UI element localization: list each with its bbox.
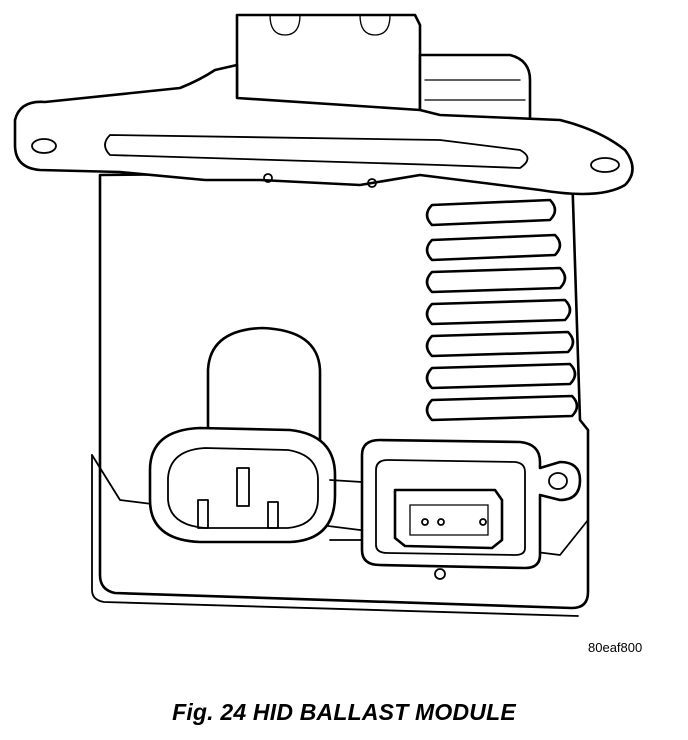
power-socket-face xyxy=(409,504,489,536)
lamp-connector-inner xyxy=(167,447,319,529)
housing-base-step xyxy=(91,454,589,556)
flange-rib xyxy=(104,134,529,169)
figure-reference-code: 80eaf800 xyxy=(588,640,643,655)
mounting-flange xyxy=(13,63,634,196)
mounting-hole-right xyxy=(590,157,620,173)
power-connector-socket xyxy=(393,488,504,550)
flange-rivet-left xyxy=(263,173,273,183)
figure-caption: Fig. 24 HID BALLAST MODULE xyxy=(172,699,516,725)
lamp-connector-left-key xyxy=(197,499,209,529)
housing-base-outline xyxy=(91,454,579,617)
lamp-connector-shell xyxy=(148,426,337,544)
heatsink-fins xyxy=(425,198,579,422)
lamp-connector-right-key xyxy=(267,501,279,529)
lamp-connector-center-pin xyxy=(236,467,250,507)
upper-heatsink-step xyxy=(418,53,532,132)
flange-rivet-right xyxy=(367,178,377,188)
top-block-notch-left xyxy=(269,14,301,36)
top-block-notch-right xyxy=(359,14,391,36)
connector-latch xyxy=(548,472,568,490)
lamp-connector-hood xyxy=(206,326,322,442)
power-pin-2 xyxy=(437,518,445,526)
power-connector-inner xyxy=(375,459,526,556)
power-pin-1 xyxy=(421,518,429,526)
housing-screw xyxy=(434,568,446,580)
power-pin-3 xyxy=(479,518,487,526)
mounting-hole-left xyxy=(31,138,57,154)
